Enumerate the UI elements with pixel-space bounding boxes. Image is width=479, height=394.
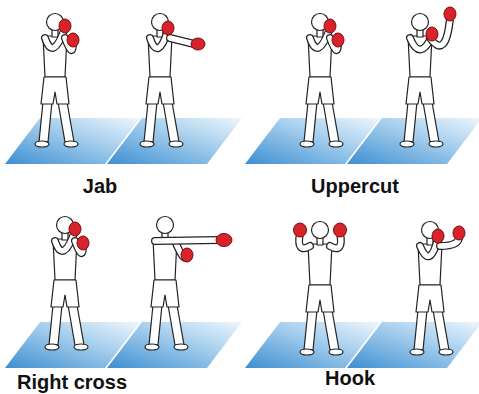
boxer-figure <box>45 217 89 351</box>
boxer-figure <box>300 14 344 148</box>
boxer-figure <box>140 14 205 148</box>
punch-label: Hook <box>325 368 375 388</box>
punch-label: Uppercut <box>311 176 399 196</box>
boxer-figure <box>145 217 232 351</box>
boxer-figure <box>400 7 456 147</box>
boxer-figure <box>410 222 465 356</box>
floor-mat <box>245 118 479 164</box>
boxer-figure <box>35 14 79 148</box>
punch-label: Jab <box>83 176 117 196</box>
punch-label: Right cross <box>17 372 127 392</box>
boxer-figure <box>294 222 347 356</box>
floor-mat <box>5 322 242 368</box>
